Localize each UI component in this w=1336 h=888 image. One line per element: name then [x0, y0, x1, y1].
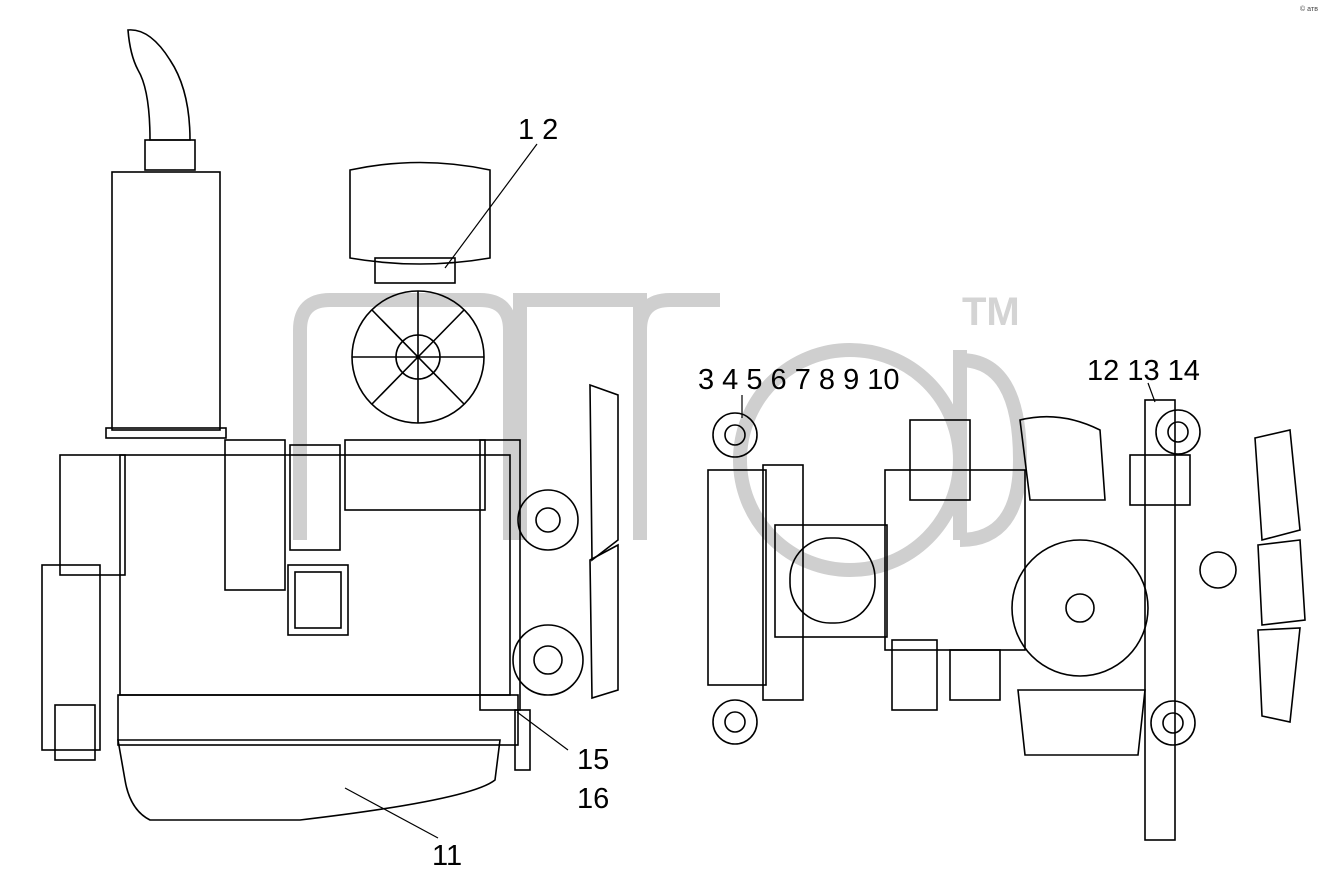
- right-engine-view: [707, 399, 1306, 841]
- callout-12-14: 12 13 14: [1087, 355, 1200, 387]
- callout-1-2: 1 2: [518, 114, 559, 146]
- leader-lines: [344, 143, 1156, 839]
- callout-16: 16: [577, 783, 610, 815]
- corner-tag: © aтв: [1300, 6, 1318, 13]
- callout-3-10: 3 4 5 6 7 8 9 10: [698, 364, 900, 396]
- left-engine-view: [41, 29, 619, 821]
- watermark-tm: TM: [962, 290, 1020, 334]
- watermark-shapes: [293, 293, 1028, 577]
- callout-15: 15: [577, 744, 610, 776]
- callout-11: 11: [432, 840, 463, 872]
